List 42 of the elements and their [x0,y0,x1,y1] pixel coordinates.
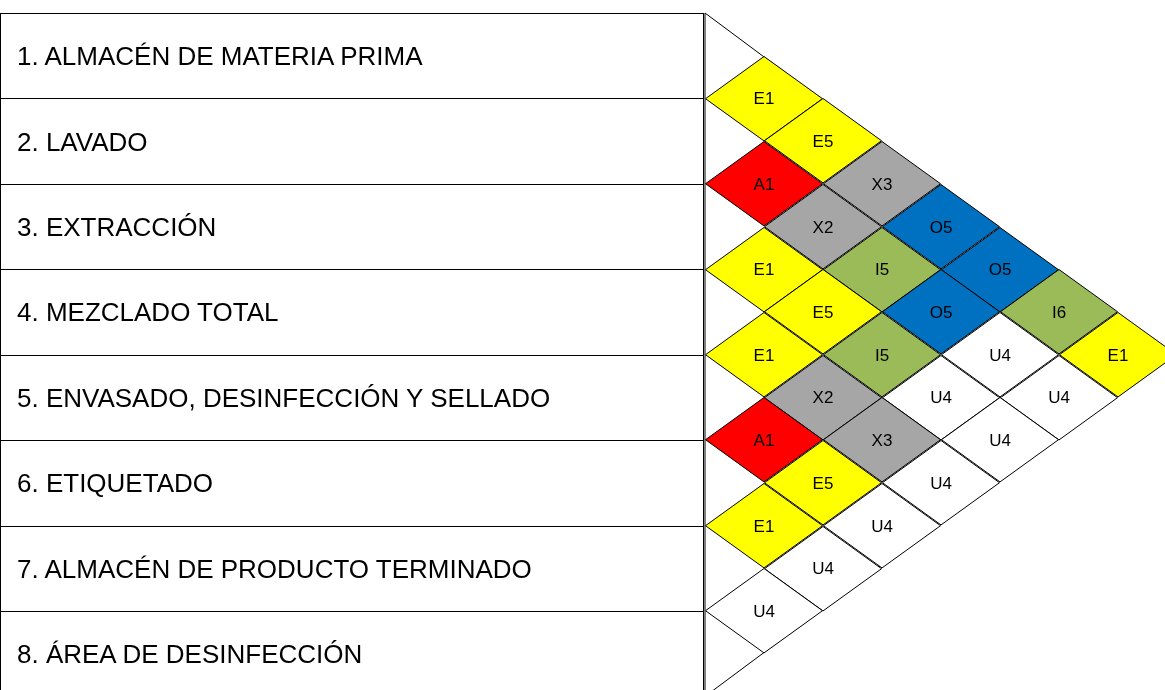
relationship-code: O5 [928,217,954,238]
relationship-code: U4 [1047,388,1071,409]
relationship-code: U4 [929,388,953,409]
relationship-code: E1 [1106,345,1130,366]
activity-row [0,440,704,527]
relationship-code: E1 [752,260,776,281]
relationship-code: E1 [752,345,776,366]
relationship-code: X2 [811,217,835,238]
activity-label: 3. EXTRACCIÓN [17,211,217,243]
relationship-code: U4 [988,345,1012,366]
relationship-code: O5 [928,303,954,323]
relationship-code: X3 [870,431,894,452]
relationship-code: I5 [873,345,891,366]
relationship-code: X3 [870,174,894,195]
relationship-code: A1 [752,431,776,452]
activity-row [0,354,704,442]
activity-row [0,98,704,185]
relationship-code: U4 [929,473,953,494]
activity-row [0,183,704,271]
activity-label: 8. ÁREA DE DESINFECCIÓN [17,638,363,670]
relationship-code: A1 [752,174,776,195]
relationship-code: I5 [873,260,891,281]
activity-row [0,269,704,356]
relationship-code: E5 [811,473,835,494]
activity-label: 6. ETIQUETADO [17,467,213,499]
relationship-code: E5 [811,303,835,323]
relationship-code: X2 [811,388,835,409]
activity-label: 7. ALMACÉN DE PRODUCTO TERMINADO [17,553,532,585]
relationship-code: E1 [752,89,776,110]
relationship-code: O5 [987,260,1013,281]
relationship-code: U4 [988,431,1012,452]
relationship-code: U4 [811,559,835,580]
relationship-code: U4 [752,602,776,622]
activity-label: 4. MEZCLADO TOTAL [17,297,279,328]
relationship-code: U4 [870,516,894,537]
activity-label: 1. ALMACÉN DE MATERIA PRIMA [17,40,423,72]
activity-label: 5. ENVASADO, DESINFECCIÓN Y SELLADO [17,382,551,414]
relationship-code: E5 [811,132,835,153]
relationship-code: I6 [1050,303,1068,323]
activity-label: 2. LAVADO [17,126,148,158]
relationship-code: E1 [752,516,776,537]
activity-row [0,13,704,100]
